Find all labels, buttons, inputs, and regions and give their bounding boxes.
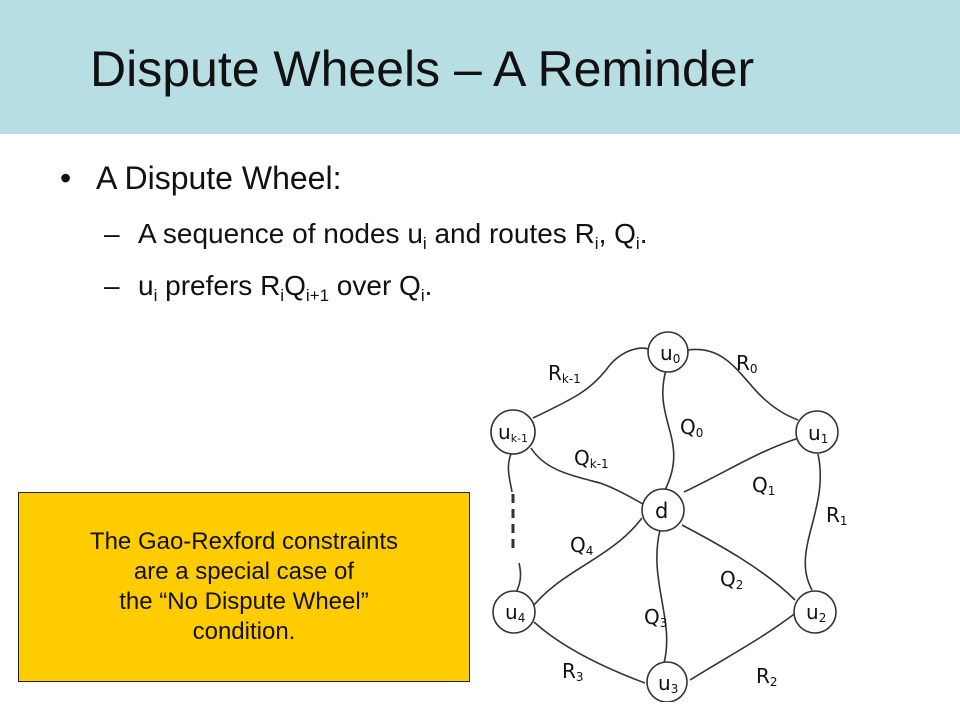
sub2-subscript-4: i: [420, 286, 425, 305]
node-d: d: [641, 488, 685, 532]
edge-r3: [533, 621, 646, 684]
edge-q3: [656, 529, 668, 664]
dispute-wheel-diagram: u0 u1 uk-1 d u4 u2 u3 Rk-1 R0 Q0 Qk-1 Q1…: [490, 331, 848, 702]
bullet-main-text: A Dispute Wheel:: [96, 160, 342, 196]
sub-bullet-preference: –ui prefers RiQi+1 over Qi.: [104, 270, 433, 305]
edge-q-k-1: [530, 447, 644, 505]
edge-r1: [804, 453, 822, 591]
node-u1-base: u: [808, 421, 821, 445]
sub-bullet-dash: –: [104, 270, 120, 301]
node-u0-sub: 0: [673, 352, 681, 366]
svg-text:u3: u3: [658, 671, 678, 696]
edge-q1: [683, 436, 803, 493]
label-q4: Q4: [570, 533, 593, 558]
label-q-k-1: Qk-1: [574, 446, 609, 471]
node-u0: u0: [647, 331, 689, 373]
node-u0-base: u: [660, 341, 673, 365]
svg-text:u1: u1: [808, 421, 828, 446]
sub2-subscript-2: i: [280, 286, 285, 305]
node-u3-base: u: [658, 671, 671, 695]
callout-line-4: condition.: [192, 618, 296, 645]
node-u2-base: u: [806, 600, 819, 624]
sub2-text-1: u: [138, 270, 154, 301]
label-r3: R3: [562, 659, 584, 684]
edge-r-k-1: [532, 347, 649, 419]
label-q0: Q0: [680, 415, 703, 440]
bullet-dispute-wheel: • A Dispute Wheel:: [60, 160, 341, 197]
edge-q2: [681, 524, 796, 601]
callout-line-1: The Gao-Rexford constraints: [89, 528, 399, 555]
edge-u4-dangling: [515, 562, 522, 593]
slide-title: Dispute Wheels – A Reminder: [90, 41, 755, 97]
edge-q4: [529, 517, 643, 611]
sub1-subscript-1: i: [422, 234, 427, 253]
node-u4-sub: 4: [518, 611, 526, 625]
sub2-subscript-3: i+1: [305, 286, 330, 305]
edge-r0: [687, 348, 799, 421]
bullet-dot: •: [60, 160, 72, 196]
svg-text:uk-1: uk-1: [498, 420, 528, 445]
svg-text:u2: u2: [806, 600, 826, 625]
node-u4: u4: [492, 590, 536, 634]
callout-line-3: the “No Dispute Wheel”: [119, 588, 369, 615]
edge-uk1-dangling: [507, 451, 513, 493]
label-r0: R0: [736, 351, 758, 376]
node-d-label: d: [655, 499, 668, 523]
sub1-subscript-3: i: [635, 234, 640, 253]
sub-bullet-dash: –: [104, 218, 120, 249]
sub2-text-4: over Q: [329, 270, 421, 301]
label-q3: Q3: [644, 605, 667, 630]
sub2-subscript-1: i: [153, 286, 158, 305]
node-u1-sub: 1: [821, 432, 829, 446]
sub1-text-1: A sequence of nodes u: [138, 218, 423, 249]
label-r2: R2: [756, 664, 778, 689]
edge-r2: [689, 611, 798, 681]
sub2-text-3: Q: [284, 270, 306, 301]
sub2-text-2: prefers R: [157, 270, 281, 301]
node-u1: u1: [795, 410, 839, 454]
title-bar: Dispute Wheels – A Reminder: [0, 0, 960, 134]
gao-rexford-callout: The Gao-Rexford constraints are a specia…: [18, 492, 470, 682]
svg-text:u0: u0: [660, 341, 680, 366]
node-u3-sub: 3: [671, 682, 679, 696]
node-u2: u2: [793, 590, 837, 634]
label-q1: Q1: [752, 473, 775, 498]
sub-bullet-sequence: –A sequence of nodes ui and routes Ri, Q…: [104, 218, 648, 253]
node-u-k-1: uk-1: [490, 409, 536, 455]
node-u2-sub: 2: [819, 611, 827, 625]
edge-q0: [662, 369, 675, 491]
callout-line-2: are a special case of: [133, 558, 355, 585]
label-r-k-1: Rk-1: [548, 361, 581, 386]
sub1-text-3: , Q: [598, 218, 636, 249]
node-u4-base: u: [505, 600, 518, 624]
label-r1: R1: [826, 503, 848, 528]
sub1-subscript-2: i: [594, 234, 599, 253]
sub2-text-5: .: [424, 270, 433, 301]
label-q2: Q2: [720, 567, 743, 592]
sub1-text-2: and routes R: [426, 218, 595, 249]
sub1-text-4: .: [639, 218, 648, 249]
node-u3: u3: [646, 661, 688, 702]
node-uk1-base: u: [498, 420, 511, 444]
node-uk1-sub: k-1: [511, 432, 528, 445]
svg-text:u4: u4: [505, 600, 525, 625]
